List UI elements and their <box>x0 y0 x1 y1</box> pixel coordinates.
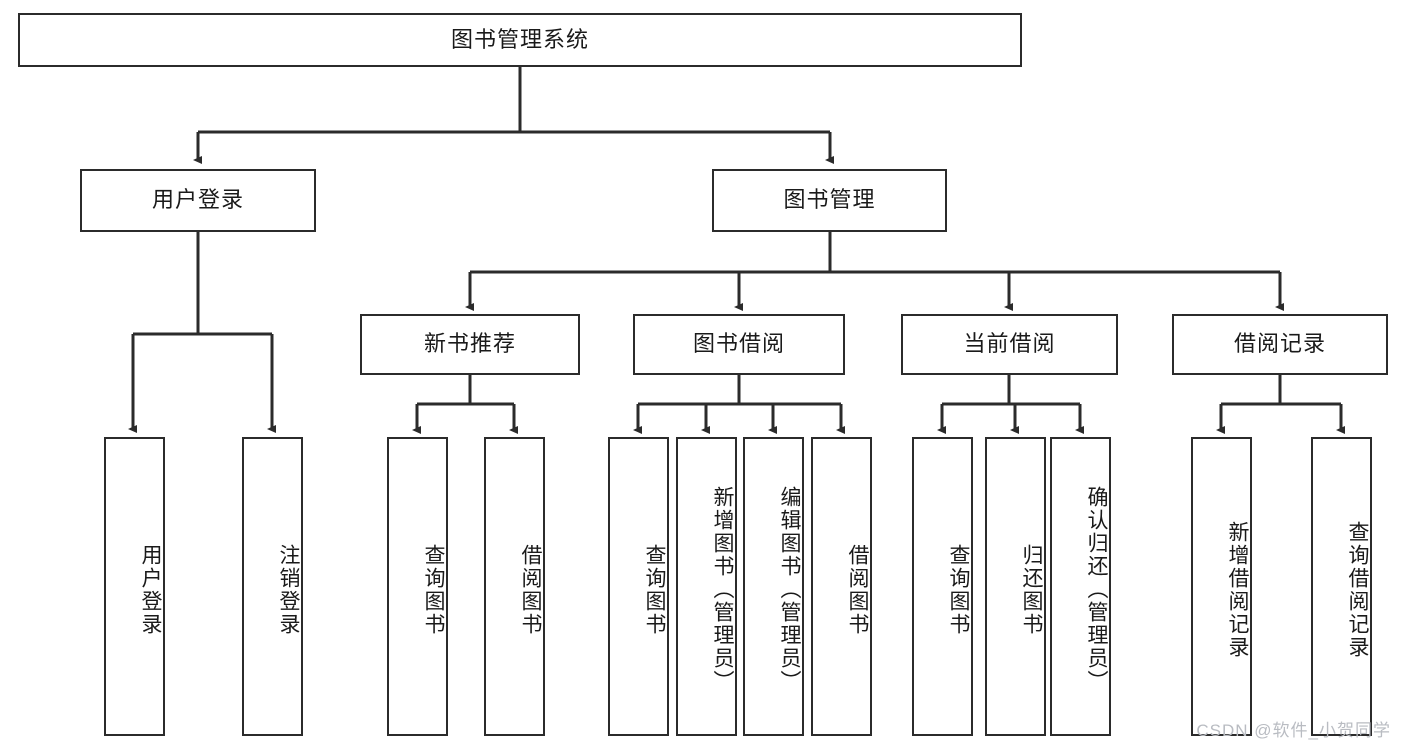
leaf-add-borrow-record-label: 新增借阅记录 <box>1226 520 1249 659</box>
leaf-query-book-3[interactable]: 查询图书 <box>912 437 973 736</box>
leaf-query-book-1-label: 查询图书 <box>422 543 445 636</box>
leaf-return-book-label: 归还图书 <box>1020 543 1043 636</box>
node-root[interactable]: 图书管理系统 <box>18 13 1022 67</box>
node-current-borrow-label: 当前借阅 <box>963 331 1056 357</box>
leaf-confirm-return[interactable]: 确认归还（管理员） <box>1050 437 1111 736</box>
node-borrow-record-label: 借阅记录 <box>1233 331 1326 357</box>
leaf-return-book[interactable]: 归还图书 <box>985 437 1046 736</box>
leaf-borrow-book-2[interactable]: 借阅图书 <box>811 437 872 736</box>
node-book-manage[interactable]: 图书管理 <box>712 169 947 232</box>
leaf-add-book-label: 新增图书（管理员） <box>711 486 734 693</box>
leaf-add-book[interactable]: 新增图书（管理员） <box>676 437 737 736</box>
node-borrow-record[interactable]: 借阅记录 <box>1172 314 1388 375</box>
node-user-login-label: 用户登录 <box>151 187 244 213</box>
watermark: CSDN @软件_小贺同学 <box>1196 721 1391 740</box>
leaf-query-book-1[interactable]: 查询图书 <box>387 437 448 736</box>
leaf-edit-book-label: 编辑图书（管理员） <box>778 486 801 693</box>
leaf-borrow-book-1-label: 借阅图书 <box>519 543 542 636</box>
node-new-book-recommend[interactable]: 新书推荐 <box>360 314 580 375</box>
node-new-book-recommend-label: 新书推荐 <box>423 331 516 357</box>
leaf-user-login[interactable]: 用户登录 <box>104 437 165 736</box>
leaf-query-book-3-label: 查询图书 <box>947 543 970 636</box>
leaf-query-book-2-label: 查询图书 <box>643 543 666 636</box>
leaf-query-borrow-record-label: 查询借阅记录 <box>1346 520 1369 659</box>
node-root-label: 图书管理系统 <box>450 26 589 52</box>
leaf-borrow-book-1[interactable]: 借阅图书 <box>484 437 545 736</box>
leaf-query-book-2[interactable]: 查询图书 <box>608 437 669 736</box>
node-user-login[interactable]: 用户登录 <box>80 169 316 232</box>
leaf-add-borrow-record[interactable]: 新增借阅记录 <box>1191 437 1252 736</box>
leaf-edit-book[interactable]: 编辑图书（管理员） <box>743 437 804 736</box>
node-book-manage-label: 图书管理 <box>783 187 876 213</box>
leaf-borrow-book-2-label: 借阅图书 <box>846 543 869 636</box>
node-book-borrow-label: 图书借阅 <box>692 331 785 357</box>
leaf-confirm-return-label: 确认归还（管理员） <box>1085 486 1108 693</box>
node-current-borrow[interactable]: 当前借阅 <box>901 314 1118 375</box>
leaf-query-borrow-record[interactable]: 查询借阅记录 <box>1311 437 1372 736</box>
leaf-logout-label: 注销登录 <box>277 543 300 636</box>
leaf-user-login-label: 用户登录 <box>139 543 162 636</box>
leaf-logout[interactable]: 注销登录 <box>242 437 303 736</box>
node-book-borrow[interactable]: 图书借阅 <box>633 314 845 375</box>
